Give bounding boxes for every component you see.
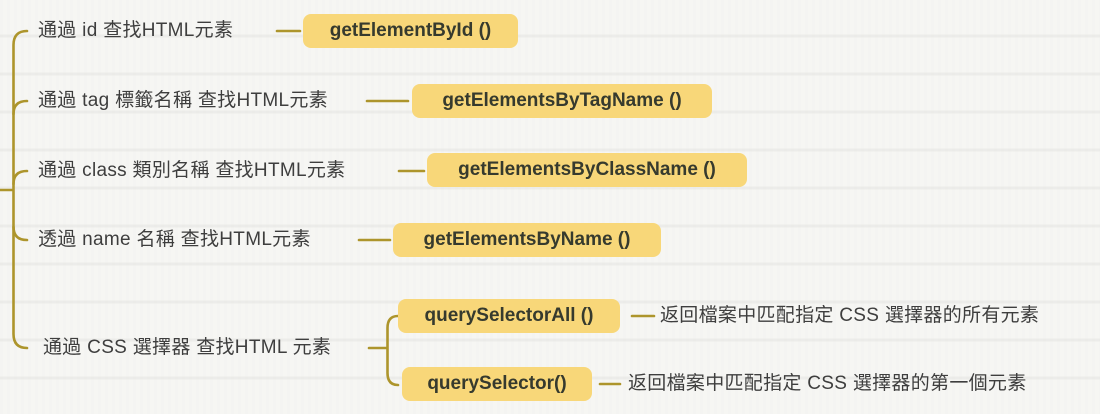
description-queryselectorall: 返回檔案中匹配指定 CSS 選擇器的所有元素 — [660, 305, 1040, 326]
method-node-getelementsbyname: getElementsByName () — [393, 223, 661, 257]
method-node-queryselector: querySelector() — [402, 367, 592, 401]
method-node-getelementsbyclassname: getElementsByClassName () — [427, 153, 747, 187]
branch-label-css-selector: 通過 CSS 選擇器 查找HTML 元素 — [43, 337, 332, 358]
branch-label-name: 透過 name 名稱 查找HTML元素 — [38, 229, 311, 250]
branch-label-class: 通過 class 類別名稱 查找HTML元素 — [38, 160, 346, 181]
method-node-queryselectorall: querySelectorAll () — [398, 299, 620, 333]
method-node-getelementsbytagname: getElementsByTagName () — [412, 84, 712, 118]
description-queryselector: 返回檔案中匹配指定 CSS 選擇器的第一個元素 — [628, 373, 1027, 394]
branch-label-id: 通過 id 查找HTML元素 — [38, 20, 234, 41]
branch-label-tag: 通過 tag 標籤名稱 查找HTML元素 — [38, 90, 328, 111]
method-node-getelementbyid: getElementById () — [303, 14, 518, 48]
